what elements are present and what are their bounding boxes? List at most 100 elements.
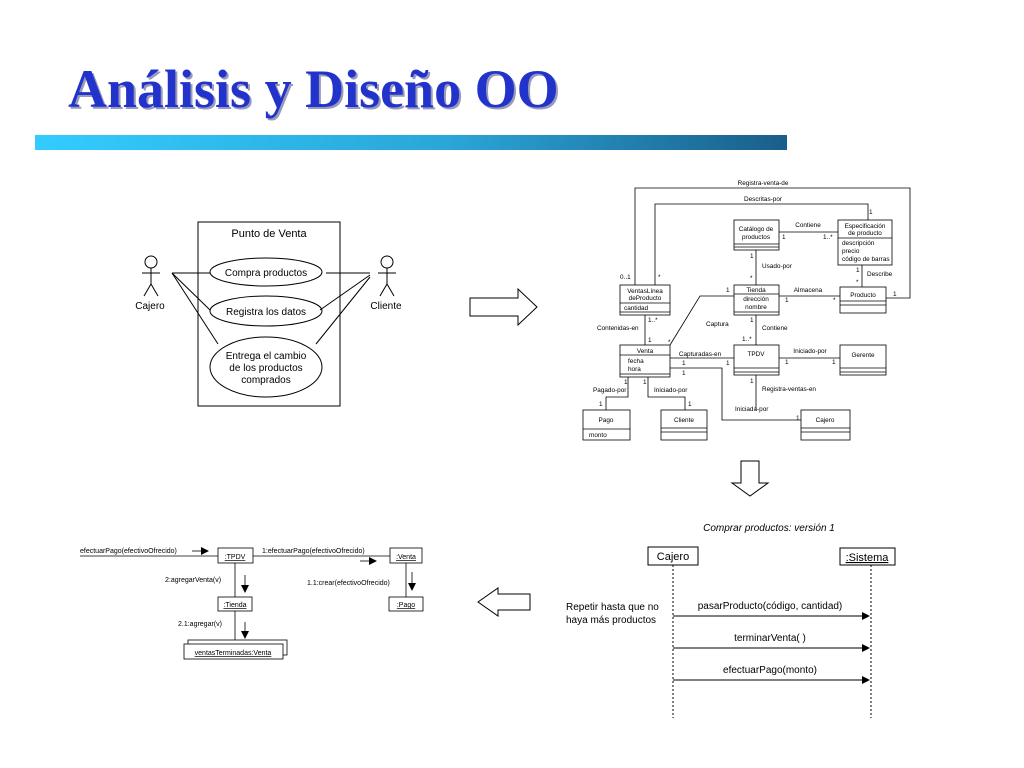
sequence-diagram: Comprar productos: versión 1 Cajero :Sis… xyxy=(566,523,896,718)
mult-label: 1 xyxy=(750,253,754,260)
mult-label: 1 xyxy=(796,415,800,422)
mult-label: 1 xyxy=(682,370,686,377)
assoc-pagado-por: Pagado-por xyxy=(593,387,627,394)
object-ventas-terminadas-label: ventasTerminadas:Venta xyxy=(195,650,272,657)
mult-label: 1 xyxy=(893,291,897,298)
mult-label: 1 xyxy=(682,360,686,367)
class-especificacion-name: de producto xyxy=(848,230,882,237)
assoc-iniciado-por: Iniciado-por xyxy=(793,348,827,355)
mult-label: 1 xyxy=(750,317,754,324)
class-cajero-name: Cajero xyxy=(816,417,835,424)
class-attr: cantidad xyxy=(624,305,649,312)
collaboration-diagram: efectuarPago(efectivoOfrecido) :TPDV 1:e… xyxy=(80,547,424,660)
assoc-contenidas-en: Contenidas-en xyxy=(597,325,639,332)
mult-label: 1 xyxy=(869,209,873,216)
assoc-contiene: Contiene xyxy=(795,222,821,229)
mult-label: 1 xyxy=(688,401,692,408)
assoc-captura: Captura xyxy=(706,321,729,328)
message-terminar-venta: terminarVenta( ) xyxy=(734,633,806,644)
object-venta-label: :Venta xyxy=(396,554,416,561)
page-title: Análisis y Diseño OO xyxy=(68,59,559,119)
assoc-iniciada-por: Iniciada-por xyxy=(735,406,769,413)
object-pago xyxy=(388,596,424,612)
object-tpdv xyxy=(217,547,254,564)
message-2-1: 2.1:agregar(v) xyxy=(178,621,222,628)
class-ventaslinea-name: deProducto xyxy=(629,295,662,302)
mult-label: 1 xyxy=(726,360,730,367)
actor-cajero-label: Cajero xyxy=(135,301,165,312)
use-case-entrega xyxy=(209,336,323,398)
system-name: Punto de Venta xyxy=(231,228,307,240)
class-producto-name: Producto xyxy=(850,292,876,299)
assoc-usado-por: Usado-por xyxy=(762,263,793,270)
use-case-diagram: Punto de Venta Cajero Cliente Compra pro… xyxy=(135,221,402,407)
mult-label: 1..* xyxy=(742,336,752,343)
class-tienda-name: Tienda xyxy=(746,287,766,294)
class-catalogo-name: productos xyxy=(742,234,770,241)
class-catalogo-name: Catálogo de xyxy=(739,226,774,233)
use-case-registra xyxy=(209,295,323,327)
class-attr: fecha xyxy=(628,358,644,365)
sequence-title: Comprar productos: versión 1 xyxy=(703,523,835,534)
use-case-registra-label: Registra los datos xyxy=(226,307,306,318)
class-attr: monto xyxy=(589,432,607,439)
object-tpdv-label: :TPDV xyxy=(225,554,246,561)
object-ventas-terminadas xyxy=(183,643,284,660)
class-attr: dirección xyxy=(743,296,769,303)
loop-note-line-1: Repetir hasta que no xyxy=(566,602,659,613)
mult-label: 1 xyxy=(750,378,754,385)
assoc-contiene-tpdv: Contiene xyxy=(762,325,788,332)
object-tienda-label: :Tienda xyxy=(223,602,246,609)
use-case-entrega-label-3: comprados xyxy=(241,375,290,386)
mult-label: 1 xyxy=(599,401,603,408)
class-attr: código de barras xyxy=(842,256,890,263)
participant-cajero-label: Cajero xyxy=(657,551,689,563)
message-2: 2:agregarVenta(v) xyxy=(165,577,221,584)
actor-cliente: Cliente xyxy=(370,255,402,312)
mult-label: * xyxy=(750,275,753,282)
mult-label: 1 xyxy=(726,287,730,294)
mult-label: 0..1 xyxy=(620,274,631,281)
loop-note-line-2: haya más productos xyxy=(566,615,656,626)
use-case-entrega-label-1: Entrega el cambio xyxy=(226,351,307,362)
mult-label: 1 xyxy=(624,379,628,386)
title-underline-bar xyxy=(35,135,787,150)
arrow-right-icon xyxy=(469,287,538,327)
class-attr: nombre xyxy=(745,304,767,311)
message-1-1: 1.1:crear(efectivoOfrecido) xyxy=(307,580,390,587)
entry-message: efectuarPago(efectivoOfrecido) xyxy=(80,548,177,555)
mult-label: 1 xyxy=(785,297,789,304)
mult-label: 1 xyxy=(782,234,786,241)
object-pago-label: :Pago xyxy=(397,602,415,609)
use-case-compra xyxy=(209,257,323,287)
mult-label: 1..* xyxy=(823,234,833,241)
assoc-iniciado-por-cliente: Iniciado-por xyxy=(654,387,688,394)
assoc-describe: Describe xyxy=(867,271,893,278)
mult-label: * xyxy=(668,339,671,346)
assoc-descritas-por: Descritas-por xyxy=(744,196,783,203)
participant-sistema xyxy=(839,547,896,566)
class-cliente-name: Cliente xyxy=(674,417,694,424)
use-case-entrega-label-2: de los productos xyxy=(229,363,302,374)
assoc-registra-venta-de: Registra-venta-de xyxy=(738,180,789,187)
assoc-almacena: Almacena xyxy=(794,287,823,294)
class-attr: precio xyxy=(842,248,860,255)
class-attr: hora xyxy=(628,366,641,373)
class-pago-name: Pago xyxy=(599,417,614,424)
mult-label: 1 xyxy=(648,337,652,344)
mult-label: * xyxy=(856,279,859,286)
arrow-left-icon xyxy=(477,587,531,617)
class-gerente-name: Gerente xyxy=(851,352,875,359)
actor-cajero: Cajero xyxy=(135,255,165,312)
arrow-down-icon xyxy=(730,460,770,497)
class-venta-name: Venta xyxy=(637,348,654,355)
mult-label: * xyxy=(833,297,836,304)
message-efectuar-pago: efectuarPago(monto) xyxy=(723,665,817,676)
class-attr: descripción xyxy=(842,240,875,247)
assoc-registra-ventas-en: Registra-ventas-en xyxy=(762,386,816,393)
class-diagram: Registra-venta-de 0..1 1 Descritas-por *… xyxy=(582,180,911,441)
class-tpdv-name: TPDV xyxy=(747,351,765,358)
mult-label: * xyxy=(658,274,661,281)
assoc-capturadas-en: Capturadas-en xyxy=(679,351,722,358)
